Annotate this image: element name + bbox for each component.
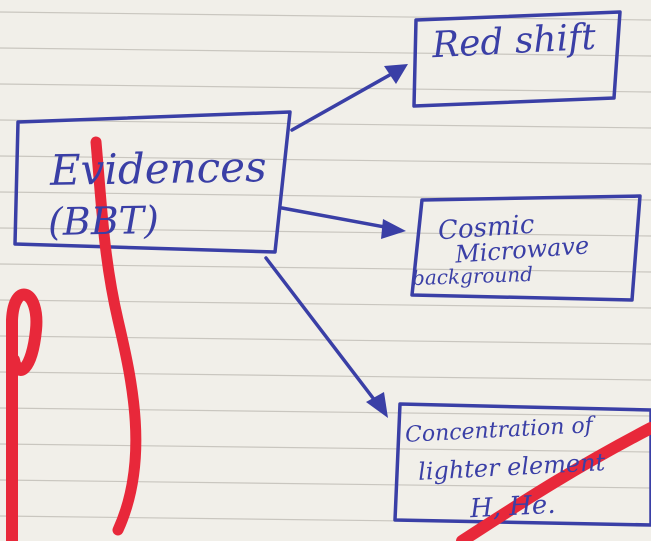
red-shift-label: Red shift [431, 16, 597, 67]
red-mark-left-loop [6, 288, 43, 541]
main-node-subtitle: (BBT) [47, 198, 160, 244]
main-node-box [13, 110, 292, 254]
arrow-to-cmb [280, 206, 406, 239]
arrow-to-red-shift [290, 64, 408, 132]
red-mark-vertical-stroke [90, 136, 142, 536]
arrow-to-concentration [264, 256, 388, 418]
concentration-box [393, 402, 651, 527]
main-node-title: Evidences [49, 142, 267, 195]
cmb-label-line-3: background [411, 261, 534, 291]
ruled-lines [0, 11, 651, 525]
red-shift-box [412, 10, 622, 108]
red-mark-diagonal-stroke [456, 422, 651, 541]
concentration-label-line-3: H, He. [469, 489, 557, 525]
cmb-box [410, 194, 642, 302]
